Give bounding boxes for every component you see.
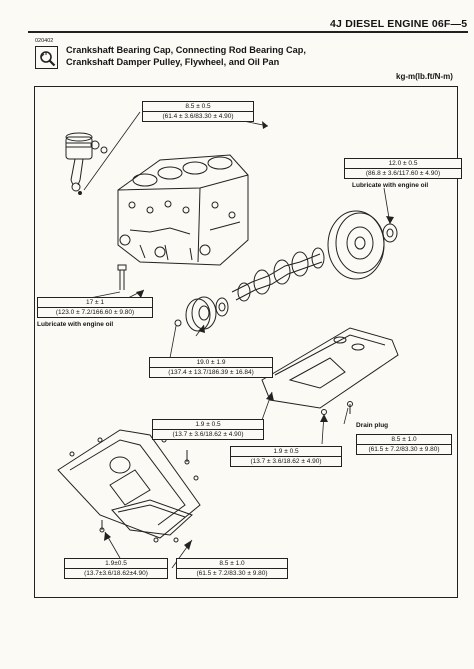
header-rule [28, 31, 468, 33]
torque-box-conrod-cap: 8.5 ± 0.5 (61.4 ± 3.6/83.30 ± 4.90) [142, 101, 254, 122]
oil-pan-lower-drawing [57, 429, 201, 543]
lubricate-note-bearing-cap: Lubricate with engine oil [37, 321, 114, 328]
torque-box-damper-pulley: 19.0 ± 1.9 (137.4 ± 13.7/186.39 ± 16.84) [149, 357, 273, 378]
wrench-icon [35, 46, 58, 69]
arrowheads [104, 121, 394, 550]
section-title: 4J DIESEL ENGINE 06F—5 [330, 18, 468, 30]
torque-sub: (61.5 ± 7.2/83.30 ± 9.80) [368, 446, 440, 453]
torque-box-oil-pan-a: 1.9 ± 0.5 (13.7 ± 3.6/18.62 ± 4.90) [152, 419, 264, 440]
bearing-cap-bolt-drawing [117, 264, 127, 290]
torque-main: 12.0 ± 0.5 [345, 159, 461, 169]
torque-box-lower-pan-b: 8.5 ± 1.0 (61.5 ± 7.2/83.30 ± 9.80) [176, 558, 288, 579]
drain-plug-label: Drain plug [356, 422, 389, 429]
torque-sub: (137.4 ± 13.7/186.39 ± 16.84) [168, 369, 254, 376]
doc-code: 020402 [35, 38, 54, 44]
torque-box-drain-plug: 8.5 ± 1.0 (61.5 ± 7.2/83.30 ± 9.80) [356, 434, 452, 455]
torque-units: kg-m(lb.ft/N-m) [396, 72, 453, 81]
damper-pulley-drawing [174, 296, 229, 332]
flywheel-drawing [327, 210, 398, 280]
torque-sub: (86.8 ± 3.6/117.60 ± 4.90) [365, 170, 441, 177]
diagram-frame [34, 86, 458, 598]
crankshaft-drawing [231, 247, 325, 302]
piston-drawing [65, 132, 108, 195]
torque-main: 1.9 ± 0.5 [231, 447, 341, 457]
lubricate-note-flywheel: Lubricate with engine oil [352, 182, 429, 189]
cylinder-block-drawing [117, 154, 249, 266]
torque-box-bearing-cap: 17 ± 1 (123.0 ± 7.2/166.60 ± 9.80) [37, 297, 153, 318]
page-title-line1: Crankshaft Bearing Cap, Connecting Rod B… [66, 45, 306, 55]
page-title-line2: Crankshaft Damper Pulley, Flywheel, and … [66, 57, 280, 67]
torque-sub: (13.7 ± 3.6/18.62 ± 4.90) [250, 458, 322, 465]
torque-box-lower-pan-a: 1.9±0.5 (13.7±3.6/18.62±4.90) [64, 558, 168, 579]
torque-main: 8.5 ± 0.5 [143, 102, 253, 112]
torque-sub: (61.4 ± 3.6/83.30 ± 4.90) [162, 113, 234, 120]
torque-sub: (13.7 ± 3.6/18.62 ± 4.90) [172, 431, 244, 438]
oil-pan-upper-drawing [261, 327, 399, 415]
torque-box-oil-pan-b: 1.9 ± 0.5 (13.7 ± 3.6/18.62 ± 4.90) [230, 446, 342, 467]
torque-main: 1.9±0.5 [65, 559, 167, 569]
torque-sub: (123.0 ± 7.2/166.60 ± 9.80) [55, 309, 135, 316]
torque-main: 1.9 ± 0.5 [153, 420, 263, 430]
torque-main: 8.5 ± 1.0 [177, 559, 287, 569]
torque-main: 17 ± 1 [38, 298, 152, 308]
torque-sub: (13.7±3.6/18.62±4.90) [84, 570, 148, 577]
torque-main: 19.0 ± 1.9 [150, 358, 272, 368]
torque-main: 8.5 ± 1.0 [357, 435, 451, 445]
torque-box-flywheel: 12.0 ± 0.5 (86.8 ± 3.6/117.60 ± 4.90) [344, 158, 462, 179]
torque-sub: (61.5 ± 7.2/83.30 ± 9.80) [196, 570, 268, 577]
